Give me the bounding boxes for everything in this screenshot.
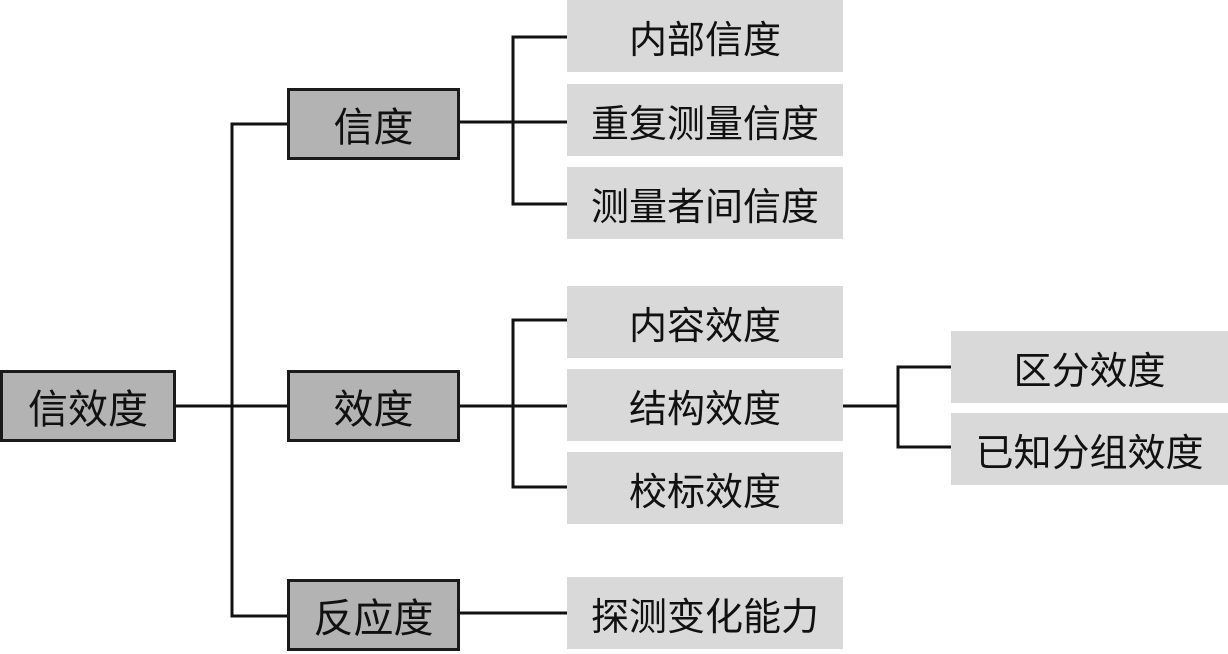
leaf-criterion-validity: 校标效度: [567, 452, 843, 524]
leaf-test-retest-reliability: 重复测量信度: [567, 84, 843, 156]
branch-reliability-label: 信度: [333, 105, 414, 151]
branch-responsiveness: 反应度: [287, 579, 460, 651]
leaf-internal-reliability: 内部信度: [567, 0, 843, 72]
branch-validity-label: 效度: [333, 387, 414, 433]
leaf-label: 结构效度: [628, 386, 781, 431]
branch-responsiveness-label: 反应度: [313, 596, 434, 642]
branch-reliability: 信度: [287, 88, 460, 160]
leaf-label: 区分效度: [1013, 348, 1166, 393]
leaf-label: 重复测量信度: [590, 101, 819, 146]
leaf-detect-change-ability: 探测变化能力: [567, 577, 843, 649]
root-node: 信效度: [0, 370, 176, 442]
leaf-label: 已知分组效度: [975, 430, 1204, 475]
leaf-label: 探测变化能力: [590, 594, 819, 639]
branch-validity: 效度: [287, 370, 460, 442]
leaf-discriminant-validity: 区分效度: [951, 331, 1228, 403]
leaf-label: 测量者间信度: [590, 184, 819, 229]
leaf-construct-validity: 结构效度: [567, 369, 843, 441]
leaf-label: 内容效度: [628, 303, 781, 348]
root-label: 信效度: [28, 387, 148, 433]
leaf-content-validity: 内容效度: [567, 286, 843, 358]
leaf-label: 内部信度: [628, 17, 781, 62]
leaf-known-groups-validity: 已知分组效度: [951, 413, 1228, 485]
leaf-label: 校标效度: [628, 469, 781, 514]
leaf-inter-rater-reliability: 测量者间信度: [567, 167, 843, 239]
